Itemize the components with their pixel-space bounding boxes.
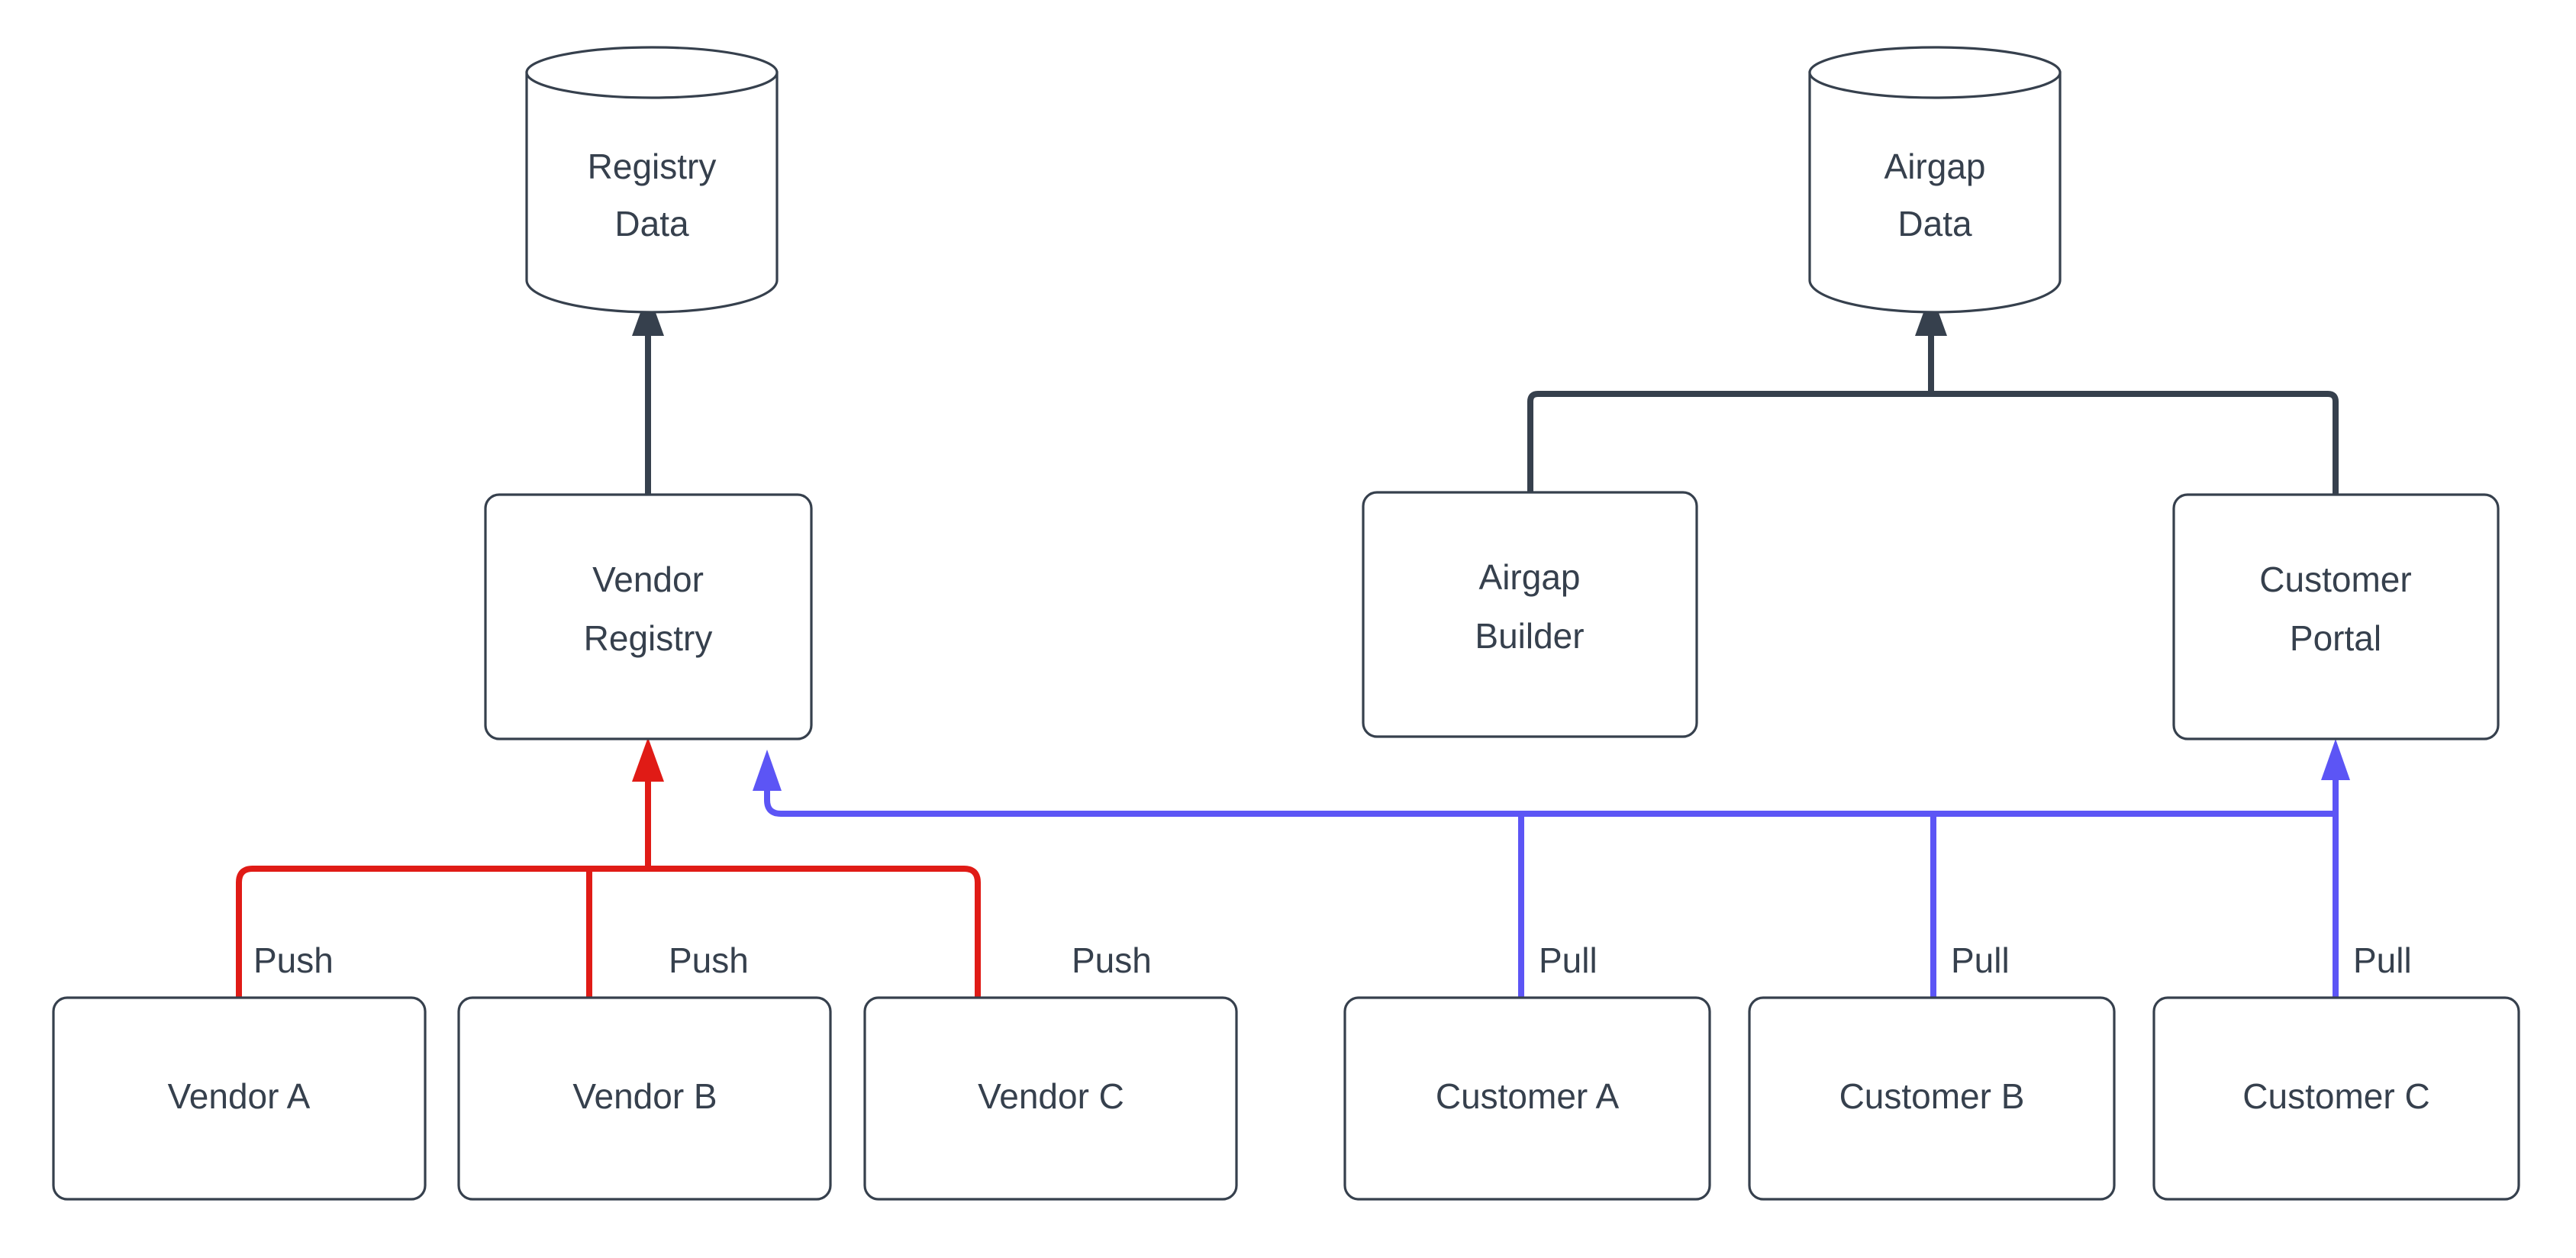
node-label-customer-b: Customer B xyxy=(1839,1076,2025,1116)
node-airgap-data[interactable]: Airgap Data xyxy=(1808,46,2062,314)
node-vendor-c[interactable]: Vendor C xyxy=(863,996,1238,1201)
node-customer-b[interactable]: Customer B xyxy=(1748,996,2116,1201)
node-label-airgap-builder-line2: Builder xyxy=(1475,616,1584,656)
edge-label-push-c: Push xyxy=(1072,940,1152,980)
node-label-customer-a: Customer A xyxy=(1436,1076,1620,1116)
node-label-registry-data-line1: Registry xyxy=(588,147,717,186)
node-label-airgap-data-line2: Data xyxy=(1897,204,1972,244)
node-label-vendor-b: Vendor B xyxy=(572,1076,717,1116)
edge-trunk-to-airgap-data xyxy=(1915,292,1947,394)
node-vendor-a[interactable]: Vendor A xyxy=(52,996,427,1201)
edge-pull-to-customer-portal xyxy=(2321,739,2350,814)
node-label-registry-data-line2: Data xyxy=(614,204,689,244)
node-label-vendor-c: Vendor C xyxy=(978,1076,1124,1116)
node-label-vendor-registry-line1: Vendor xyxy=(592,560,704,599)
node-customer-c[interactable]: Customer C xyxy=(2152,996,2520,1201)
node-registry-data[interactable]: Registry Data xyxy=(525,46,779,314)
node-label-customer-portal-line1: Customer xyxy=(2259,560,2411,599)
node-label-airgap-data-line1: Airgap xyxy=(1884,147,1986,186)
node-airgap-builder[interactable]: Airgap Builder xyxy=(1362,491,1698,738)
node-label-airgap-builder-line1: Airgap xyxy=(1479,557,1581,597)
edge-customer-portal-to-airgap-data xyxy=(1931,391,2339,495)
edge-label-push-a: Push xyxy=(253,940,334,980)
edge-airgap-builder-to-airgap-data xyxy=(1527,391,1931,495)
node-label-customer-c: Customer C xyxy=(2242,1076,2429,1116)
node-label-customer-portal-line2: Portal xyxy=(2290,618,2381,658)
edge-label-pull-a: Pull xyxy=(1539,940,1598,980)
node-vendor-b[interactable]: Vendor B xyxy=(457,996,832,1201)
edge-label-push-b: Push xyxy=(669,940,749,980)
node-customer-a[interactable]: Customer A xyxy=(1343,996,1711,1201)
edge-label-pull-c: Pull xyxy=(2353,940,2412,980)
edge-label-pull-b: Pull xyxy=(1951,940,2010,980)
node-label-vendor-registry-line2: Registry xyxy=(584,618,713,658)
edge-vendor-registry-to-registry-data xyxy=(632,292,664,495)
edge-push-vendor-c xyxy=(648,866,981,998)
edge-pull-to-vendor-registry xyxy=(753,750,782,817)
edge-push-trunk-to-vendor-registry xyxy=(632,737,664,869)
node-customer-portal[interactable]: Customer Portal xyxy=(2172,493,2500,740)
node-label-vendor-a: Vendor A xyxy=(168,1076,311,1116)
node-vendor-registry[interactable]: Vendor Registry xyxy=(484,493,813,740)
edge-push-vendor-a xyxy=(236,866,648,998)
